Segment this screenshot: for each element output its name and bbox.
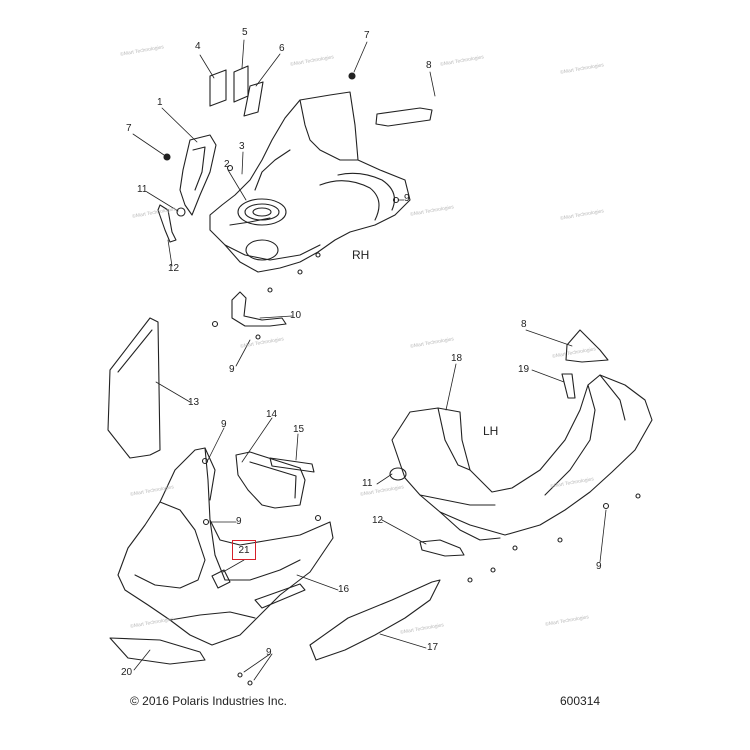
callout-13: 13 — [188, 397, 200, 408]
callout-18: 18 — [451, 353, 463, 364]
drawing-number: 600314 — [560, 694, 601, 708]
callout-3: 3 — [239, 141, 245, 152]
callout-12: 12 — [372, 515, 384, 526]
callout-9: 9 — [229, 364, 235, 375]
copyright-text: © 2016 Polaris Industries Inc. — [130, 694, 287, 708]
callout-2: 2 — [224, 159, 230, 170]
callout-19: 19 — [518, 364, 530, 375]
callout-11: 11 — [362, 478, 373, 489]
callout-21-highlighted: 21 — [232, 540, 256, 560]
lh-label: LH — [483, 424, 499, 438]
callout-9: 9 — [404, 193, 410, 204]
callout-4: 4 — [195, 41, 201, 52]
callout-9: 9 — [221, 419, 227, 430]
callout-12: 12 — [168, 263, 180, 274]
callout-9: 9 — [236, 516, 242, 527]
callout-17: 17 — [427, 642, 439, 653]
leader-lines — [132, 39, 607, 681]
rh-label: RH — [352, 248, 370, 262]
lh-front-panel-assembly — [107, 317, 441, 686]
callout-7: 7 — [364, 30, 370, 41]
callout-14: 14 — [266, 409, 278, 420]
callout-8: 8 — [521, 319, 527, 330]
callout-10: 10 — [290, 310, 302, 321]
callout-9: 9 — [596, 561, 602, 572]
callout-8: 8 — [426, 60, 432, 71]
callout-6: 6 — [279, 43, 285, 54]
callout-1: 1 — [157, 97, 163, 108]
callout-15: 15 — [293, 424, 305, 435]
callout-20: 20 — [121, 667, 133, 678]
callout-9: 9 — [266, 647, 272, 658]
callout-7: 7 — [126, 123, 132, 134]
callout-11: 11 — [137, 184, 148, 195]
rh-side-panel-assembly — [157, 65, 433, 340]
callout-5: 5 — [242, 27, 248, 38]
callout-16: 16 — [338, 584, 350, 595]
lh-side-panel-assembly — [389, 329, 653, 583]
